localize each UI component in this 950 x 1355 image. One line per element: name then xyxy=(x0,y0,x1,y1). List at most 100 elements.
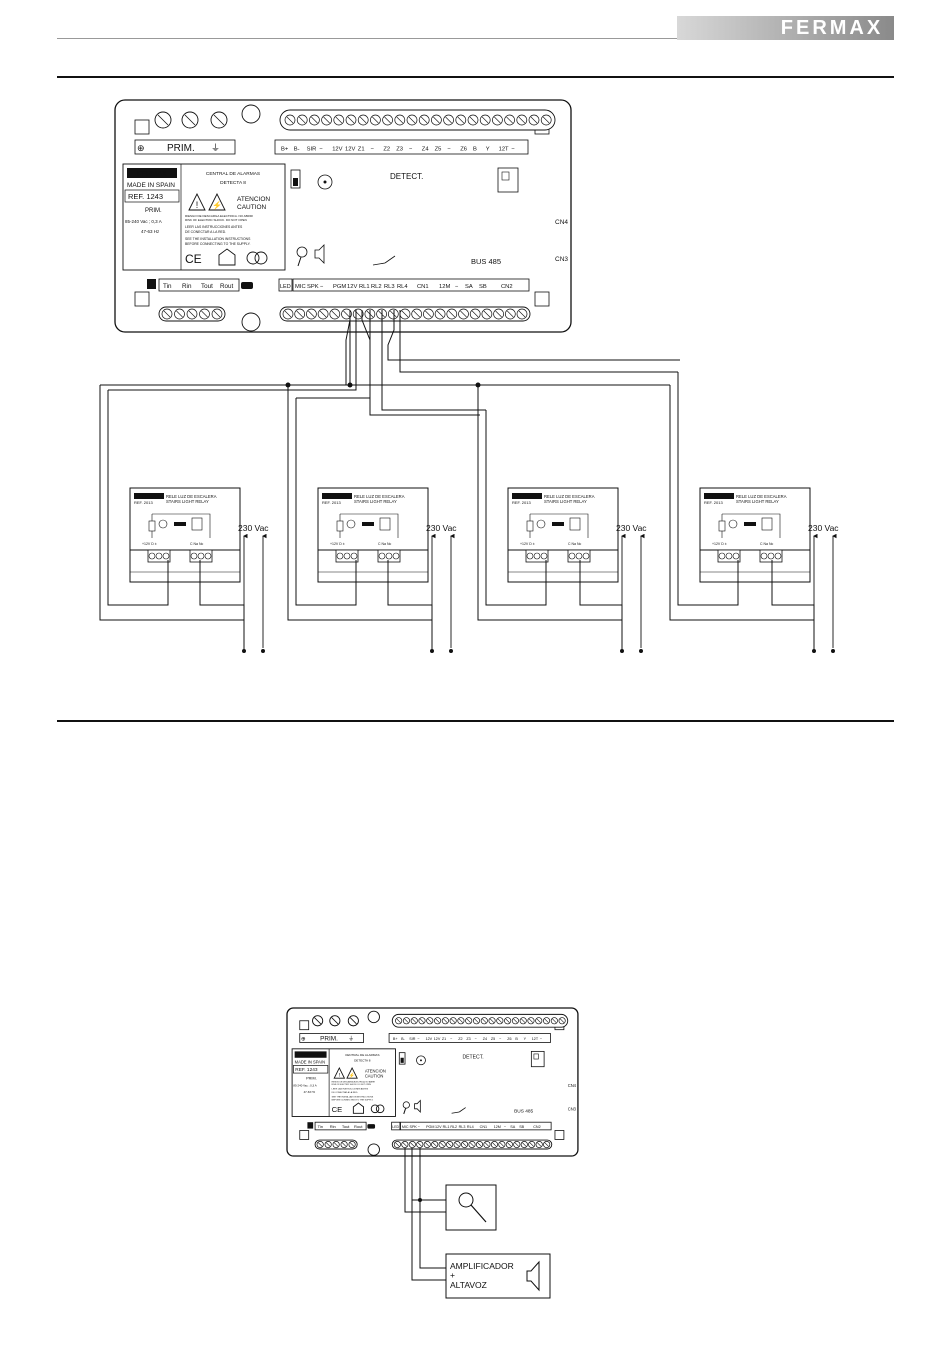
relay-wiring xyxy=(99,310,815,651)
top-terminal-label: Z5 xyxy=(435,147,442,153)
top-terminal-label: Z6 xyxy=(460,147,467,153)
screw-slot xyxy=(474,1018,479,1023)
screw-slot xyxy=(349,1142,355,1147)
relay-name-1: RELE LUZ DE ESCALERA xyxy=(166,494,217,499)
battery-level xyxy=(400,1057,404,1063)
lock-icon xyxy=(307,1122,314,1129)
top-terminal-label: B xyxy=(515,1037,518,1041)
screw-slot xyxy=(420,116,428,124)
bottom-terminal-label: − xyxy=(320,284,324,290)
relay-terms-right: C Na Nc xyxy=(760,542,773,546)
mounting-hole xyxy=(241,312,261,332)
screw-slot xyxy=(451,1018,456,1023)
screw-slot xyxy=(341,1142,347,1147)
relay-terminal xyxy=(767,552,775,560)
relay-terms-left: +12V D ± xyxy=(142,542,157,546)
shock-mark: ⚡ xyxy=(212,200,222,210)
indoor-icon xyxy=(218,248,236,266)
phone-line-label: Tin xyxy=(318,1124,323,1129)
screw-slot xyxy=(326,1142,331,1147)
relay-terminal xyxy=(378,552,386,560)
atencion-label: ATENCION xyxy=(365,1068,386,1073)
relay-logo-bg xyxy=(134,493,164,499)
relay-terminal xyxy=(725,552,733,560)
central-outline xyxy=(286,1007,579,1157)
bottom-terminal-label: CN1 xyxy=(480,1125,487,1129)
relay-switch-icon xyxy=(372,262,386,266)
wire xyxy=(579,560,623,650)
top-terminal-label: − xyxy=(499,1037,501,1041)
central-title-2: DETECTA 8 xyxy=(220,180,246,186)
top-terminal-label: 12V xyxy=(332,147,342,153)
top-terminal-label: B+ xyxy=(393,1037,398,1041)
led-box xyxy=(278,278,293,292)
screw-slot xyxy=(443,1018,448,1023)
screw-slot xyxy=(395,1142,400,1147)
screw-slot xyxy=(528,1018,534,1023)
warning-text-3: LEER LAS INSTRUCCIONES ANTES xyxy=(332,1088,369,1091)
wire-junction xyxy=(475,382,481,388)
bottom-terminal-label: SA xyxy=(510,1125,515,1129)
detect-label: DETECT. xyxy=(390,172,423,181)
bottom-terminal-label: PGM xyxy=(333,284,346,290)
bottom-terminal-labels-box xyxy=(400,1121,552,1131)
screw-slot xyxy=(522,1142,527,1147)
battery-level xyxy=(293,178,298,186)
ref-box xyxy=(124,189,180,203)
bottom-terminal-label: SA xyxy=(465,284,473,290)
top-terminal-label: 12T xyxy=(499,147,509,153)
led-label: LED xyxy=(392,1125,399,1129)
screw-slot xyxy=(483,310,491,318)
screw-slot xyxy=(559,1018,565,1023)
screw-slot xyxy=(372,116,379,124)
ref-label: REF. 1243 xyxy=(295,1067,318,1073)
bus-485-label: BUS 485 xyxy=(514,1109,533,1115)
screw-slot xyxy=(333,1142,339,1147)
phone-line-label: Rout xyxy=(354,1124,363,1129)
top-terminal-label: 12V xyxy=(426,1037,433,1041)
audio-devices: AMPLIFICADOR+ALTAVOZ xyxy=(404,1148,551,1299)
wire xyxy=(108,310,357,391)
screw-slot xyxy=(359,116,367,124)
relay-name-1: RELE LUZ DE ESCALERA xyxy=(544,494,595,499)
shock-triangle xyxy=(208,192,226,211)
screw-slot xyxy=(433,116,440,124)
relay-terminal xyxy=(385,552,393,560)
relay-terminal xyxy=(190,552,198,560)
screw-slot xyxy=(404,1018,409,1023)
top-terminal-label: B- xyxy=(401,1037,405,1041)
screw-slot xyxy=(201,310,208,318)
bottom-terminal-label: RL1 xyxy=(443,1125,450,1129)
relay-terminal xyxy=(162,552,170,560)
voltage-label: 85-240 Vac ; 0,3 A xyxy=(125,219,162,224)
top-terminal-label: − xyxy=(540,1037,542,1041)
top-terminal-label: − xyxy=(409,147,413,153)
bottom-terminal-label: SB xyxy=(519,1125,524,1129)
screw-slot xyxy=(544,1018,549,1023)
voltage-label: 85-240 Vac ; 0,3 A xyxy=(293,1083,316,1087)
screw-slot xyxy=(506,116,513,124)
warning-mark: ! xyxy=(339,1073,341,1079)
plate-logo: FERMAX xyxy=(301,1052,320,1057)
relay-logo: FERMAX xyxy=(327,495,349,501)
screw-slot xyxy=(390,310,397,318)
detect-label: DETECT. xyxy=(462,1054,483,1060)
relay-contact xyxy=(191,517,203,531)
frequency-label: 47-63 Hz xyxy=(141,229,160,234)
screw-slot xyxy=(425,310,432,318)
wire-junction xyxy=(285,382,291,388)
screw-slot xyxy=(484,1142,490,1147)
relay-terminal xyxy=(760,552,768,560)
prim-label: PRIM. xyxy=(167,143,195,154)
screw-slot xyxy=(492,1142,497,1147)
top-terminal-label: − xyxy=(511,147,515,153)
screw-slot xyxy=(318,1142,323,1147)
amplifier-label-1: AMPLIFICADOR xyxy=(450,1261,514,1271)
bottom-terminal-label: SB xyxy=(479,284,487,290)
screw-slot xyxy=(335,116,343,124)
warning-text-4: DE CONECTAR A LA RED. xyxy=(185,230,226,234)
warning-triangle xyxy=(333,1066,346,1079)
relay-terminal xyxy=(582,552,590,560)
phone-line-label: Tout xyxy=(342,1124,350,1129)
